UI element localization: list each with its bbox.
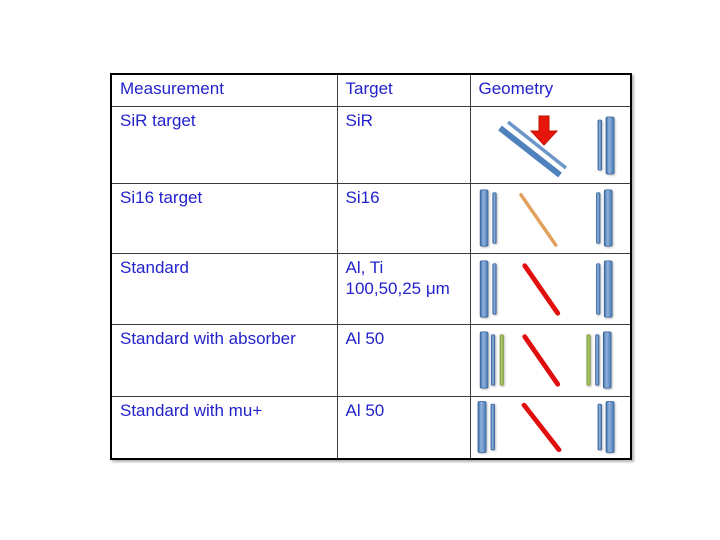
geometry-cell [469, 252, 632, 325]
thick-blue-bar [605, 116, 615, 174]
green-absorber-bar [586, 334, 591, 386]
green-absorber-bar [499, 334, 505, 386]
geometry-cell [469, 323, 632, 397]
thin-blue-bar [597, 119, 603, 170]
geometry-cell [469, 395, 632, 460]
thick-blue-bar [603, 331, 612, 389]
measurement-cell: SiR target [110, 105, 338, 184]
thin-blue-bar [596, 192, 601, 244]
thin-blue-bar [492, 192, 497, 244]
target-cell: Si16 [336, 182, 471, 254]
detector-bar-pair-right [597, 401, 615, 454]
table-row: Standard Al, Ti 100,50,25 μm [110, 252, 632, 325]
beam-down-arrow-icon [530, 115, 559, 146]
target-cell: Al 50 [336, 323, 471, 397]
thick-blue-bar [480, 259, 489, 318]
thick-blue-bar [604, 259, 613, 318]
detector-bar-group-right [586, 331, 612, 389]
geometry-cell [469, 105, 632, 184]
thin-blue-bar [490, 404, 496, 451]
thick-blue-bar [480, 331, 489, 389]
detector-bar-pair-right [596, 189, 613, 247]
geometry-sir-target-diagram [498, 115, 615, 177]
thick-blue-bar [480, 189, 489, 247]
tilted-target-line-icon [522, 334, 561, 387]
target-cell: SiR [336, 105, 471, 184]
thin-blue-bar [491, 334, 496, 386]
col-header-measurement: Measurement [110, 73, 338, 107]
col-header-geometry: Geometry [469, 73, 632, 107]
detector-bar-pair-left [480, 259, 497, 318]
detector-bar-pair-right [597, 116, 615, 174]
detector-bar-pair-left [480, 189, 497, 247]
measurement-cell: Standard with mu+ [110, 395, 338, 460]
tilted-target-double-bar-icon [498, 120, 568, 177]
tilted-target-line-icon [519, 193, 558, 247]
target-line-1: Al, Ti [345, 257, 384, 277]
measurement-cell: Standard [110, 252, 338, 325]
measurement-cell: Standard with absorber [110, 323, 338, 397]
thin-blue-bar [596, 262, 601, 315]
header-row: Measurement Target Geometry [110, 73, 632, 107]
col-header-target: Target [336, 73, 471, 107]
detector-bar-pair-left [477, 401, 496, 454]
measurement-table: Measurement Target Geometry SiR target S… [110, 73, 632, 460]
thin-blue-bar [492, 262, 497, 315]
tilted-target-line-icon [521, 403, 562, 453]
table-row: Standard with absorber Al 50 [110, 323, 632, 397]
thin-blue-bar [597, 404, 603, 451]
thick-blue-bar [477, 401, 487, 454]
measurement-cell: Si16 target [110, 182, 338, 254]
target-line-2: 100,50,25 μm [345, 278, 450, 298]
geometry-standard-mu-diagram [477, 401, 615, 454]
geometry-si16-target-diagram [480, 189, 613, 247]
detector-bar-pair-right [596, 259, 613, 318]
detector-bar-group-left [480, 331, 505, 389]
thick-blue-bar [604, 189, 613, 247]
target-cell: Al, Ti 100,50,25 μm [336, 252, 471, 325]
target-cell: Al 50 [336, 395, 471, 460]
thick-blue-bar [605, 401, 615, 454]
tilted-target-line-icon [522, 262, 561, 316]
table-row: SiR target SiR [110, 105, 632, 184]
geometry-standard-absorber-diagram [480, 331, 612, 389]
table-row: Si16 target Si16 [110, 182, 632, 254]
geometry-standard-diagram [480, 259, 613, 318]
geometry-cell [469, 182, 632, 254]
thin-blue-bar [595, 334, 600, 386]
table-row: Standard with mu+ Al 50 [110, 395, 632, 460]
